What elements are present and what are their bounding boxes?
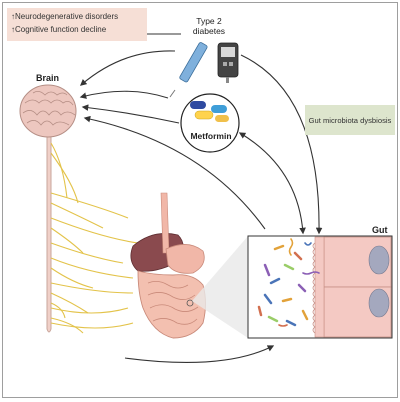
- nucleus: [368, 245, 390, 275]
- arrow-to-gut-dysbiosis: [124, 345, 275, 363]
- intestine: [137, 270, 206, 339]
- nucleus: [368, 288, 390, 318]
- metformin-label: Metformin: [190, 131, 232, 141]
- cognitive-effects-box: ↑Neurodegenerative disorders ↑Cognitive …: [7, 8, 147, 41]
- arrow-metformin-to-brain: [81, 104, 180, 124]
- glucose-meter-icon: [217, 42, 239, 83]
- arrow-metformin-to-gut: [238, 132, 306, 235]
- pill-icon: [190, 101, 229, 122]
- arrow-pen-to-brain: [79, 90, 169, 99]
- type2-diabetes-label: Type 2 diabetes: [184, 16, 234, 36]
- spinal-cord: [46, 130, 52, 333]
- insulin-pen-icon: [169, 42, 208, 98]
- type2-diabetes-line-2: diabetes: [192, 26, 226, 36]
- effect-neurodegenerative: ↑Neurodegenerative disorders: [11, 12, 119, 21]
- zoom-cone: [192, 236, 248, 338]
- bacteria-icon: [257, 238, 320, 327]
- peripheral-nerves: [50, 142, 139, 334]
- arrow-diabetes-to-gut: [240, 54, 323, 235]
- metformin-circle: [180, 93, 240, 153]
- arrow-gut-to-brain: [83, 115, 266, 230]
- type2-diabetes-line-1: Type 2: [196, 16, 222, 26]
- diagram-canvas: ↑Neurodegenerative disorders ↑Cognitive …: [2, 2, 398, 398]
- brain-label: Brain: [36, 73, 60, 83]
- gut-cells: [312, 236, 392, 338]
- effect-cognitive-decline: ↑Cognitive function decline: [11, 25, 107, 34]
- stomach: [165, 244, 205, 274]
- brain-icon: [19, 84, 77, 138]
- gut-microbiota-dysbiosis-box: Gut microbiota dysbiosis: [305, 105, 395, 135]
- gut-label: Gut: [372, 225, 388, 235]
- diagram-artwork: [19, 30, 393, 363]
- arrow-diabetes-to-brain: [79, 50, 176, 86]
